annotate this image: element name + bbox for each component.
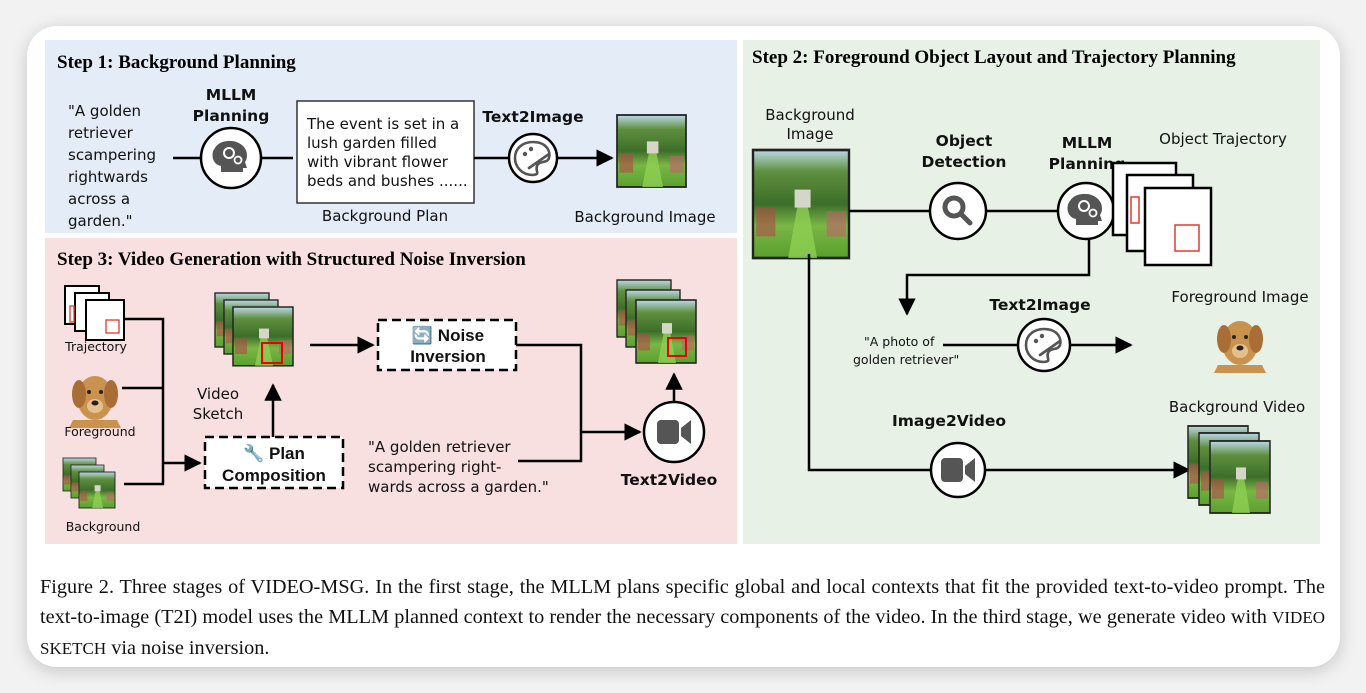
figure-caption: Figure 2. Three stages of VIDEO-MSG. In … bbox=[40, 576, 1325, 659]
noise-inversion-label: 🔄 Noise bbox=[412, 325, 484, 345]
step2-title: Step 2: Foreground Object Layout and Tra… bbox=[752, 47, 1236, 68]
svg-text:rightwards: rightwards bbox=[68, 168, 148, 186]
plan-line: The event is set in a bbox=[306, 115, 459, 133]
i2v-label: Image2Video bbox=[892, 412, 1006, 430]
background-label: Background bbox=[66, 519, 141, 534]
noise-inversion-box bbox=[376, 318, 518, 372]
step1-mllm-label: MLLM bbox=[206, 86, 257, 104]
background-video-label: Background Video bbox=[1169, 398, 1305, 416]
plan-composition-box bbox=[203, 435, 345, 490]
step3-merge-lines bbox=[124, 317, 165, 486]
step2-background-image bbox=[751, 148, 851, 260]
svg-text:Image: Image bbox=[787, 125, 834, 143]
step3-title: Step 3: Video Generation with Structured… bbox=[57, 249, 526, 270]
trajectory-label: Trajectory bbox=[64, 339, 127, 354]
foreground-dog-image bbox=[69, 376, 121, 428]
foreground-dog-image bbox=[1214, 321, 1266, 373]
video-sketch-stack bbox=[214, 292, 294, 367]
step1-title: Step 1: Background Planning bbox=[57, 52, 296, 73]
svg-text:Planning: Planning bbox=[1049, 155, 1126, 173]
step2-t2i-label: Text2Image bbox=[989, 296, 1090, 314]
background-video-stack bbox=[1187, 425, 1271, 514]
svg-text:Composition: Composition bbox=[222, 466, 326, 485]
plan-composition-label: 🔧 Plan bbox=[243, 443, 305, 463]
detect-node bbox=[928, 181, 988, 241]
svg-text:scampering: scampering bbox=[68, 146, 156, 164]
video-sketch-term: VIDEO SKETCH bbox=[40, 608, 1325, 658]
plan-line: lush garden filled bbox=[307, 134, 437, 152]
trajectory-stack bbox=[64, 285, 125, 341]
svg-text:garden.": garden." bbox=[68, 212, 133, 230]
object-trajectory-stack bbox=[1111, 161, 1213, 267]
refresh-icon: 🔄 bbox=[412, 325, 433, 345]
output-video-stack bbox=[616, 279, 697, 364]
background-plan-caption: Background Plan bbox=[322, 207, 448, 225]
svg-text:Detection: Detection bbox=[922, 153, 1007, 171]
background-image-caption: Background Image bbox=[574, 208, 715, 226]
svg-text:wards across a garden.": wards across a garden." bbox=[368, 478, 549, 496]
svg-text:golden retriever": golden retriever" bbox=[853, 352, 959, 367]
small-caps-name: IDEO bbox=[265, 576, 314, 598]
foreground-label: Foreground bbox=[64, 424, 135, 439]
wrench-icon: 🔧 bbox=[243, 443, 264, 463]
background-plan-box bbox=[296, 100, 475, 204]
step1-prompt: "A golden retriever scampering rightward… bbox=[68, 102, 156, 230]
svg-text:across a: across a bbox=[68, 190, 130, 208]
plan-line: with vibrant flower bbox=[307, 153, 449, 171]
background-image bbox=[616, 114, 687, 188]
step3-prompt: "A golden retriever bbox=[368, 438, 511, 456]
step1-t2i-label: Text2Image bbox=[482, 108, 583, 126]
to-photo-prompt-arrow bbox=[898, 239, 1091, 316]
foreground-image-label: Foreground Image bbox=[1171, 288, 1308, 306]
plan-line: beds and bushes ...... bbox=[307, 172, 468, 190]
detect-label: Object bbox=[936, 132, 993, 150]
svg-text:Sketch: Sketch bbox=[193, 405, 244, 423]
svg-text:Inversion: Inversion bbox=[410, 347, 486, 366]
step2-mllm-label: MLLM bbox=[1062, 134, 1113, 152]
t2v-label: Text2Video bbox=[621, 471, 718, 489]
photo-prompt: "A photo of bbox=[864, 334, 935, 349]
to-bg-video-arrow bbox=[807, 254, 1191, 479]
object-trajectory-label: Object Trajectory bbox=[1159, 130, 1287, 148]
svg-text:retriever: retriever bbox=[68, 124, 134, 142]
step2-bg-image-label: Background bbox=[765, 106, 855, 124]
step1-mllm-label-2: Planning bbox=[193, 107, 270, 125]
svg-text:"A golden: "A golden bbox=[68, 102, 141, 120]
video-sketch-label: Video bbox=[197, 385, 239, 403]
svg-text:scampering right-: scampering right- bbox=[368, 458, 501, 476]
